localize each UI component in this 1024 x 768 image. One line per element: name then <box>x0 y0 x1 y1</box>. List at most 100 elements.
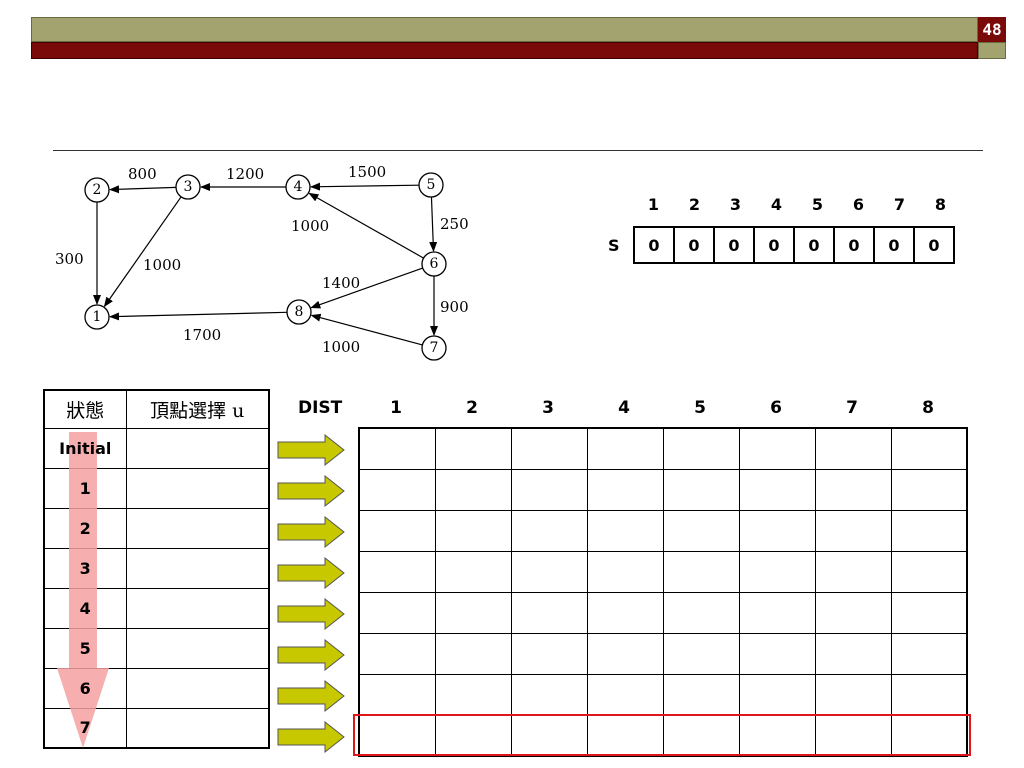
table-row <box>358 427 968 470</box>
graph-node <box>84 304 110 330</box>
table-row <box>358 673 968 716</box>
table-row <box>358 591 968 634</box>
state-cell: 4 <box>43 587 127 629</box>
graph-node-label: 8 <box>295 304 304 320</box>
graph-node <box>84 177 110 203</box>
dist-header: 5 <box>694 398 706 418</box>
dist-cell <box>358 427 436 470</box>
graph-node-label: 5 <box>427 177 436 193</box>
s-array-headers: 1 2 3 4 5 6 7 8 <box>633 195 961 214</box>
s-header: 7 <box>893 195 906 214</box>
dist-cell <box>738 591 816 634</box>
s-header: 8 <box>934 195 947 214</box>
s-cell: 0 <box>753 226 795 264</box>
table-row <box>358 632 968 675</box>
graph-node <box>421 335 447 361</box>
divider-line <box>53 150 983 151</box>
graph-node-label: 2 <box>93 182 102 198</box>
dist-cell <box>814 632 892 675</box>
table-row: 4 <box>43 587 270 629</box>
s-cell: 0 <box>833 226 875 264</box>
dist-cell <box>434 591 512 634</box>
dist-cell <box>814 509 892 552</box>
edge-weight-label: 1400 <box>322 274 360 292</box>
graph-edge <box>310 313 423 346</box>
s-array-table: 0 0 0 0 0 0 0 0 <box>633 226 955 264</box>
table-row: Initial <box>43 427 270 469</box>
table-row: 1 <box>43 467 270 509</box>
dist-cell <box>738 427 816 470</box>
dist-cell <box>662 632 740 675</box>
s-array-label: S <box>608 236 620 255</box>
dist-cell <box>586 673 664 716</box>
dist-cell <box>510 427 588 470</box>
dist-cell <box>738 550 816 593</box>
dist-cell <box>738 714 816 757</box>
dist-cell <box>738 468 816 511</box>
table-row: 5 <box>43 627 270 669</box>
edge-weight-label: 1700 <box>183 326 221 344</box>
title-band-tail <box>978 42 1006 59</box>
dist-cell <box>890 591 968 634</box>
graph-node-label: 7 <box>430 340 439 356</box>
dist-cell <box>510 591 588 634</box>
vertex-cell <box>125 467 270 509</box>
dist-cell <box>814 673 892 716</box>
dist-cell <box>814 427 892 470</box>
vertex-cell <box>125 627 270 669</box>
s-array-row: 0 0 0 0 0 0 0 0 <box>633 226 955 264</box>
dist-headers: 1 2 3 4 5 6 7 8 <box>358 398 966 418</box>
s-cell: 0 <box>793 226 835 264</box>
dist-cell <box>358 509 436 552</box>
edge-weight-label: 800 <box>128 165 157 183</box>
s-cell: 0 <box>913 226 955 264</box>
title-band-bottom <box>31 42 978 59</box>
dist-label: DIST <box>298 398 343 418</box>
table-row: 6 <box>43 667 270 709</box>
s-cell: 0 <box>873 226 915 264</box>
dist-cell <box>586 632 664 675</box>
dist-cell <box>510 673 588 716</box>
dist-cell <box>434 673 512 716</box>
graph-edge <box>429 196 438 253</box>
dist-cell <box>586 550 664 593</box>
graph-edge <box>310 267 423 309</box>
dist-cell <box>662 427 740 470</box>
vertex-cell <box>125 507 270 549</box>
dist-header: 2 <box>466 398 478 418</box>
state-cell: 6 <box>43 667 127 709</box>
graph-edge <box>308 192 424 259</box>
graph-edge <box>108 185 177 194</box>
edge-weight-label: 300 <box>55 250 84 268</box>
edge-weight-label: 1000 <box>322 338 360 356</box>
s-header: 5 <box>811 195 824 214</box>
graph-edge <box>103 196 182 308</box>
dist-cell <box>434 550 512 593</box>
table-row <box>358 468 968 511</box>
graph-node <box>175 174 201 200</box>
dist-cell <box>358 550 436 593</box>
vertex-cell <box>125 587 270 629</box>
dist-header: 7 <box>846 398 858 418</box>
state-cell: 3 <box>43 547 127 589</box>
dist-cell <box>586 509 664 552</box>
table-row <box>358 509 968 552</box>
dist-header: 8 <box>922 398 934 418</box>
vertex-cell <box>125 427 270 469</box>
edge-weight-label: 900 <box>440 298 469 316</box>
graph-node-label: 4 <box>294 179 303 195</box>
dist-cell <box>358 591 436 634</box>
s-cell: 0 <box>673 226 715 264</box>
dist-cell <box>890 427 968 470</box>
s-header: 6 <box>852 195 865 214</box>
state-cell: 5 <box>43 627 127 669</box>
row-arrow-icon <box>277 557 345 589</box>
highlight-box <box>353 714 971 756</box>
graph-node <box>286 299 312 325</box>
dist-cell <box>662 550 740 593</box>
edge-weight-label: 1200 <box>226 165 264 183</box>
state-table: 狀態 頂點選擇 u Initial 1 2 3 4 5 6 7 <box>43 389 270 749</box>
dist-table <box>358 427 968 757</box>
dist-cell <box>434 632 512 675</box>
